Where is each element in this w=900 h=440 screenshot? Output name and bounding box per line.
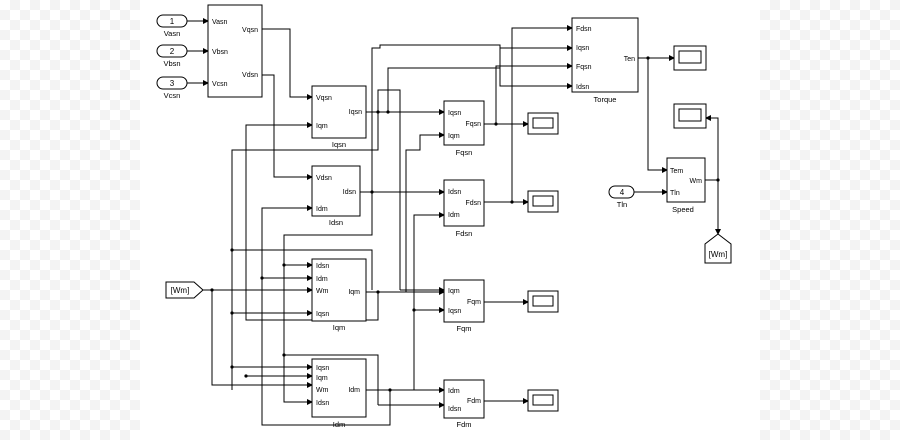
fdm-in-idsn: Idsn — [448, 406, 461, 413]
goto-wm-label: [Wm] — [709, 250, 728, 259]
torque-in-fdsn: Fdsn — [576, 26, 592, 33]
inport-2-number: 2 — [170, 47, 175, 56]
scope-speed[interactable] — [673, 103, 707, 129]
idm-in-iqm: Iqm — [316, 375, 328, 382]
fqsn-in-iqm: Iqm — [448, 133, 460, 140]
idm-name: Idm — [333, 420, 346, 429]
fdsn-name: Fdsn — [456, 229, 473, 238]
idsn-out: Idsn — [343, 189, 356, 196]
fqm-name: Fqm — [457, 324, 472, 333]
idm-in-iqsn: Iqsn — [316, 365, 329, 372]
transform-in-vbsn: Vbsn — [212, 49, 228, 56]
fqm-out: Fqm — [467, 299, 481, 306]
speed-in-tem: Tem — [670, 168, 683, 175]
idm-block[interactable]: Iqsn Iqm Wm Idsn Idm Idm — [311, 358, 367, 429]
inport-1-number: 1 — [170, 17, 175, 26]
fqm-block[interactable]: Iqm Iqsn Fqm Fqm — [443, 279, 485, 333]
iqm-name: Iqm — [333, 323, 346, 332]
fdsn-out: Fdsn — [465, 200, 481, 207]
iqsn-in-vqsn: Vqsn — [316, 95, 332, 102]
scope-fqm[interactable] — [527, 290, 559, 313]
iqm-in-idm: Idm — [316, 276, 328, 283]
inport-3-number: 3 — [170, 79, 175, 88]
iqm-in-idsn: Idsn — [316, 263, 329, 270]
speed-name: Speed — [672, 205, 694, 214]
junction-dots — [210, 56, 720, 392]
iqm-in-iqsn: Iqsn — [316, 311, 329, 318]
iqsn-out: Iqsn — [349, 109, 362, 116]
speed-block[interactable]: Tem Tln Wm Speed — [666, 157, 706, 214]
idsn-name: Idsn — [329, 218, 343, 227]
fdsn-in-idm: Idm — [448, 212, 460, 219]
fdsn-block[interactable]: Idsn Idm Fdsn Fdsn — [443, 179, 485, 238]
speed-in-tln: Tln — [670, 190, 680, 197]
fqsn-in-iqsn: Iqsn — [448, 110, 461, 117]
speed-out-wm: Wm — [690, 178, 703, 185]
idm-in-idsn: Idsn — [316, 400, 329, 407]
fdsn-in-idsn: Idsn — [448, 189, 461, 196]
inport-3[interactable]: 3 Vcsn — [156, 76, 188, 100]
idsn-block[interactable]: Vdsn Idm Idsn Idsn — [311, 165, 361, 227]
torque-in-iqsn: Iqsn — [576, 45, 589, 52]
fqsn-name: Fqsn — [456, 148, 473, 157]
abc-to-dq-block[interactable]: Vasn Vbsn Vcsn Vqsn Vdsn — [207, 4, 263, 98]
inport-2-label: Vbsn — [163, 59, 180, 68]
inport-1-label: Vasn — [164, 29, 181, 38]
inport-4-number: 4 — [620, 188, 625, 197]
fdm-out: Fdm — [467, 398, 481, 405]
iqsn-in-iqm: Iqm — [316, 123, 328, 130]
fdm-name: Fdm — [457, 420, 472, 429]
iqsn-name: Iqsn — [332, 140, 346, 149]
scope-fqsn[interactable] — [527, 112, 559, 135]
idsn-in-idm: Idm — [316, 206, 328, 213]
torque-name: Torque — [594, 95, 617, 104]
torque-block[interactable]: Fdsn Iqsn Fqsn Idsn Ten Torque — [571, 17, 639, 104]
torque-in-fqsn: Fqsn — [576, 64, 592, 71]
transform-in-vasn: Vasn — [212, 19, 228, 26]
fqsn-out: Fqsn — [465, 121, 481, 128]
inport-3-label: Vcsn — [164, 91, 181, 100]
torque-in-idsn: Idsn — [576, 84, 589, 91]
iqm-in-wm: Wm — [316, 288, 329, 295]
signal-wires — [187, 18, 721, 426]
iqm-block[interactable]: Idsn Idm Wm Iqsn Iqm Iqm — [311, 258, 367, 332]
transform-out-vdsn: Vdsn — [242, 72, 258, 79]
transform-in-vcsn: Vcsn — [212, 81, 228, 88]
fqm-in-iqm: Iqm — [448, 288, 460, 295]
from-wm-tag[interactable]: [Wm] — [165, 281, 204, 299]
fdm-in-idm: Idm — [448, 388, 460, 395]
fqsn-block[interactable]: Iqsn Iqm Fqsn Fqsn — [443, 100, 485, 157]
inport-4-label: Tln — [617, 200, 627, 209]
transform-out-vqsn: Vqsn — [242, 27, 258, 34]
from-wm-label: [Wm] — [171, 286, 190, 295]
inport-1[interactable]: 1 Vasn — [156, 14, 188, 38]
fdm-block[interactable]: Idm Idsn Fdm Fdm — [443, 379, 485, 429]
iqm-out: Iqm — [348, 289, 360, 296]
fqm-in-iqsn: Iqsn — [448, 308, 461, 315]
inport-2[interactable]: 2 Vbsn — [156, 44, 188, 68]
scope-fdm[interactable] — [527, 389, 559, 412]
iqsn-block[interactable]: Vqsn Iqm Iqsn Iqsn — [311, 85, 367, 149]
idsn-in-vdsn: Vdsn — [316, 175, 332, 182]
idm-in-wm: Wm — [316, 387, 329, 394]
idm-out: Idm — [348, 387, 360, 394]
goto-wm-tag[interactable]: [Wm] — [704, 233, 732, 264]
scope-torque[interactable] — [673, 45, 707, 71]
inport-4[interactable]: 4 Tln — [608, 185, 635, 209]
torque-out-ten: Ten — [624, 56, 635, 63]
scope-fdsn[interactable] — [527, 190, 559, 213]
